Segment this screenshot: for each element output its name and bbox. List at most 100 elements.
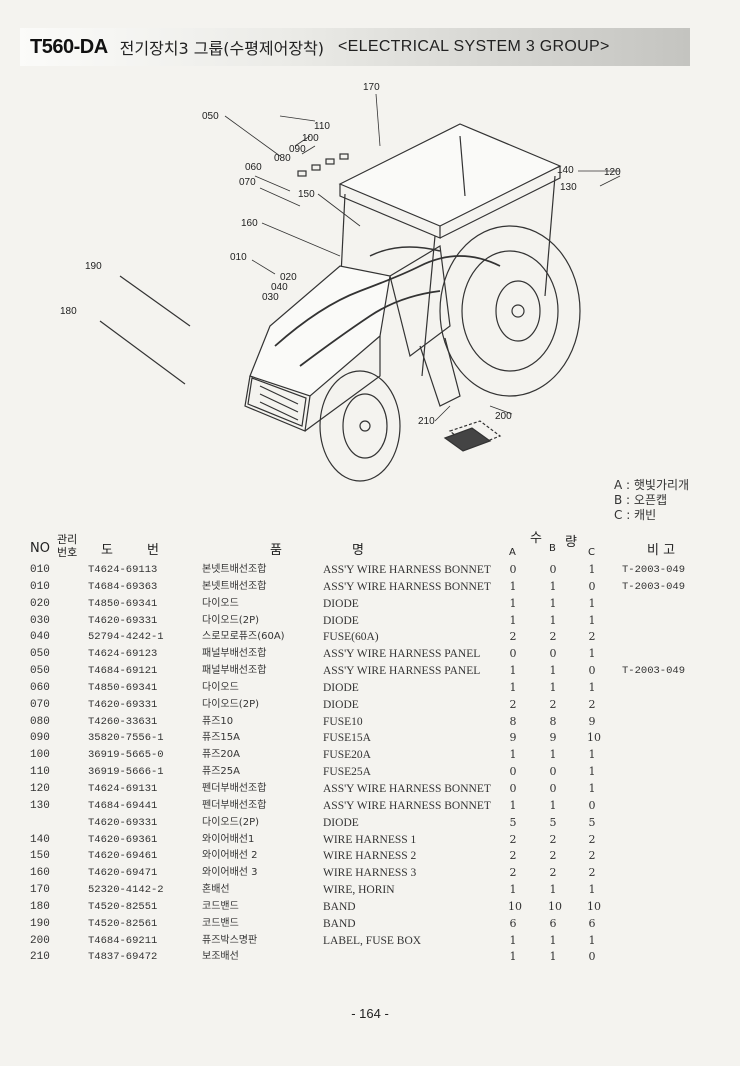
callout-180: 180	[60, 306, 77, 317]
qty-b: 10	[548, 899, 562, 913]
callout-060: 060	[245, 162, 262, 173]
part-number-no: 030	[30, 614, 50, 627]
part-code: T4837-69472	[88, 951, 158, 964]
korean-name: 코드밴드	[202, 917, 239, 929]
english-name: WIRE HARNESS 3	[323, 867, 417, 880]
korean-name: 본넷트배선조합	[202, 564, 267, 575]
qty-b: 1	[549, 680, 557, 694]
tractor-parts-diagram: 170 050 110 100 090 080 060 070 150 160 …	[60, 82, 621, 482]
korean-name: 와이어배선1	[202, 833, 255, 845]
qty-a: 0	[509, 781, 517, 795]
qty-c: 1	[588, 765, 596, 779]
header-drawing-2: 번	[147, 543, 159, 558]
qty-b: 1	[549, 579, 557, 593]
english-name: DIODE	[323, 597, 359, 610]
part-code: T4684-69363	[88, 580, 158, 593]
qty-b: 2	[549, 630, 557, 644]
header-qty-1: 수	[530, 531, 542, 546]
header-col-c: C	[588, 547, 595, 558]
qty-a: 1	[509, 798, 517, 812]
page-number: - 164 -	[351, 1006, 389, 1021]
english-name: ASS'Y WIRE HARNESS BONNET	[323, 580, 491, 593]
part-number-no: 170	[30, 884, 50, 897]
part-code: T4624-69123	[88, 648, 158, 661]
callout-100: 100	[302, 133, 319, 144]
qty-a: 9	[509, 731, 517, 745]
qty-c: 1	[588, 883, 596, 897]
qty-c: 10	[587, 899, 601, 913]
korean-name: 다이오드	[202, 681, 239, 693]
part-number-no: 120	[30, 782, 50, 795]
qty-c: 0	[588, 950, 596, 964]
part-code: T4624-69131	[88, 782, 158, 795]
qty-b: 1	[549, 613, 557, 627]
korean-name: 코드밴드	[202, 900, 239, 912]
legend-item-b: B : 오픈캡	[614, 493, 668, 507]
english-name: FUSE15A	[323, 732, 371, 745]
korean-name: 퓨즈10	[202, 715, 234, 727]
part-number-no: 210	[30, 951, 50, 964]
qty-a: 1	[509, 680, 517, 694]
korean-name: 와이어배선 3	[202, 867, 258, 879]
qty-b: 1	[549, 798, 557, 812]
qty-b: 1	[549, 748, 557, 762]
callout-170: 170	[363, 82, 380, 93]
korean-title: 전기장치3 그룹(수평제어장착)	[119, 39, 325, 58]
qty-a: 1	[509, 950, 517, 964]
qty-b: 1	[549, 664, 557, 678]
callout-090: 090	[289, 144, 306, 155]
qty-a: 5	[509, 815, 517, 829]
leader-lines	[224, 93, 621, 422]
qty-c: 6	[588, 916, 596, 930]
qty-c: 2	[588, 697, 596, 711]
header-col-b: B	[549, 543, 556, 554]
korean-name: 펜더부배선조합	[202, 799, 267, 811]
qty-a: 8	[509, 714, 517, 728]
part-code: 52320-4142-2	[88, 884, 164, 897]
english-name: WIRE HARNESS 2	[323, 850, 417, 863]
part-code: T4620-69471	[88, 867, 158, 880]
korean-name: 스로모로퓨즈(60A)	[202, 631, 285, 643]
korean-name: 퓨즈15A	[202, 732, 240, 744]
english-name: WIRE HARNESS 1	[323, 833, 417, 846]
english-name: BAND	[323, 900, 356, 913]
part-code: 36919-5665-0	[88, 749, 164, 762]
remarks: T-2003-049	[622, 580, 686, 593]
page-header: T560-DA 전기장치3 그룹(수평제어장착) <ELECTRICAL SYS…	[20, 28, 690, 66]
part-code: T4620-69331	[88, 816, 158, 829]
legend-item-c: C : 캐빈	[614, 508, 657, 522]
part-number-no: 160	[30, 867, 50, 880]
callout-010: 010	[230, 252, 247, 263]
callout-070: 070	[239, 177, 256, 188]
part-code: T4260-33631	[88, 715, 158, 728]
callout-080: 080	[274, 153, 291, 164]
qty-a: 1	[509, 883, 517, 897]
qty-b: 0	[549, 563, 557, 576]
english-name: FUSE20A	[323, 749, 371, 762]
remarks: T-2003-049	[622, 564, 686, 576]
tractor-drawing	[99, 123, 581, 482]
qty-a: 10	[508, 899, 522, 913]
callout-120: 120	[604, 167, 621, 178]
qty-a: 6	[509, 916, 517, 930]
english-name: DIODE	[323, 816, 359, 829]
part-number-no: 110	[30, 766, 50, 779]
qty-b: 1	[549, 933, 557, 947]
qty-a: 1	[509, 596, 517, 610]
part-number-no: 020	[30, 597, 50, 610]
qty-a: 2	[509, 630, 517, 644]
qty-b: 2	[549, 866, 557, 880]
qty-a: 1	[509, 933, 517, 947]
qty-a: 0	[509, 563, 517, 576]
korean-name: 패널부배선조합	[202, 648, 267, 660]
qty-c: 1	[588, 680, 596, 694]
korean-name: 와이어배선 2	[202, 850, 258, 862]
qty-c: 1	[588, 613, 596, 627]
